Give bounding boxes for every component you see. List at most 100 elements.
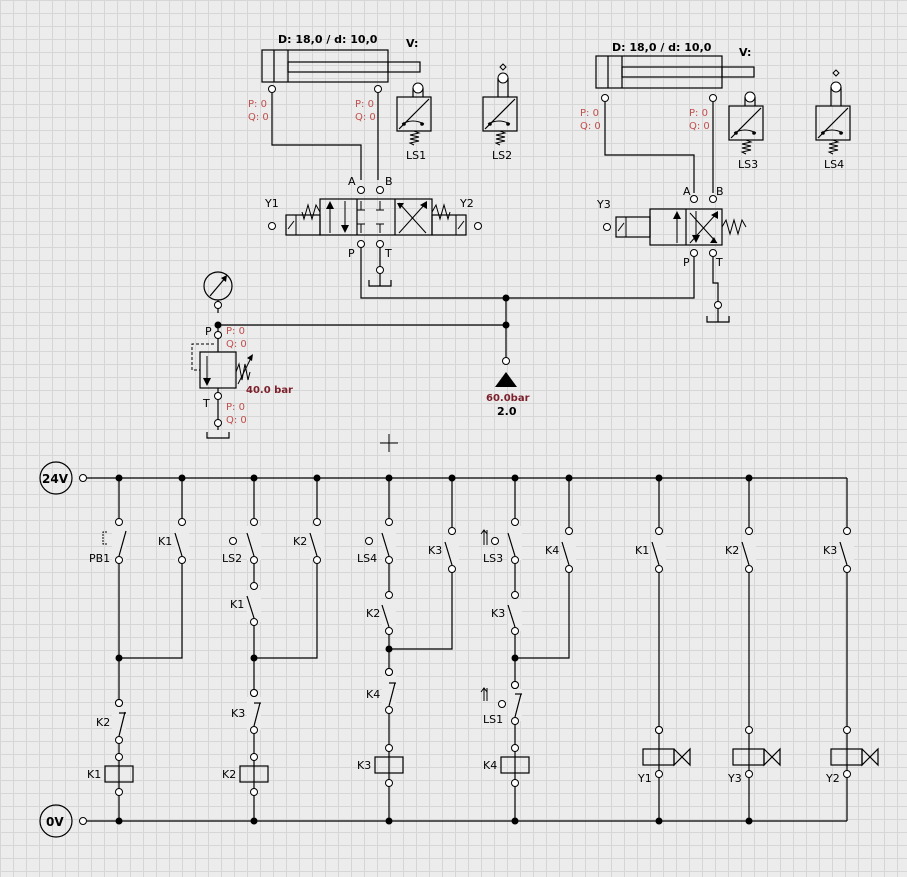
solenoid-y1-label: Y1 (637, 772, 652, 785)
cyl2-left-flow: Q: 0 (580, 121, 601, 132)
cyl1-left-pressure: P: 0 (248, 99, 267, 110)
terminal-ports (115, 668, 663, 734)
relief-port-t: T (202, 397, 210, 410)
coil-k4-label: K4 (483, 759, 497, 772)
valve2-solenoid-y3: Y3 (596, 198, 611, 211)
contact-ls2-label: LS2 (222, 552, 242, 565)
coil-k3[interactable] (374, 744, 404, 787)
cyl1-right-flow: Q: 0 (355, 112, 376, 123)
contact-k2-hold[interactable] (309, 518, 324, 564)
relief-top-pressure: P: 0 (226, 326, 245, 337)
ls1-label: LS1 (406, 149, 426, 162)
rail-0v-label: 0V (46, 815, 64, 829)
contact-k4-hold[interactable] (561, 527, 576, 573)
contact-ls1-nc-label: LS1 (483, 713, 503, 726)
contact-ls3-label: LS3 (483, 552, 503, 565)
contact-k2-rung3-label: K2 (366, 607, 380, 620)
contact-k2-hold-label: K2 (293, 535, 307, 548)
contact-k2-rung3[interactable] (381, 591, 396, 635)
cylinder-1-dims: D: 18,0 / d: 10,0 (278, 33, 378, 46)
directional-valve-1[interactable] (285, 198, 467, 236)
valve1-port-a: A (348, 175, 356, 188)
valve1-solenoid-y2: Y2 (459, 197, 474, 210)
contact-k2-nc-rung1-label: K2 (96, 716, 110, 729)
cylinder-2-dims: D: 18,0 / d: 10,0 (612, 41, 712, 54)
valve1-port-t: T (384, 247, 392, 260)
relief-setting: 40.0 bar (246, 385, 293, 396)
solenoid-y1[interactable] (642, 726, 691, 778)
pump-pressure: 60.0bar (486, 393, 530, 404)
cylinder-2[interactable] (595, 55, 755, 89)
contact-pb1[interactable] (102, 518, 127, 564)
tank-1 (368, 274, 392, 287)
contact-k3-rung4-label: K3 (491, 607, 505, 620)
cylinder-1-velocity: V: (406, 37, 418, 50)
pump-symbol[interactable] (495, 372, 517, 387)
limit-switch-ls1[interactable] (396, 82, 432, 146)
limit-switch-ls4[interactable] (815, 69, 851, 155)
contact-k2-y3-label: K2 (725, 544, 739, 557)
contact-k3-rung4[interactable] (507, 591, 522, 635)
cyl1-right-pressure: P: 0 (355, 99, 374, 110)
valve2-port-a: A (683, 185, 691, 198)
contact-k2-y3[interactable] (741, 527, 756, 573)
contact-k1-rung2[interactable] (246, 582, 261, 626)
coil-k2-label: K2 (222, 768, 236, 781)
contact-k3-hold-label: K3 (428, 544, 442, 557)
coil-k1-label: K1 (87, 768, 101, 781)
cyl2-left-pressure: P: 0 (580, 108, 599, 119)
contact-k3-y2-label: K3 (823, 544, 837, 557)
cylinder-1[interactable] (261, 49, 421, 83)
cyl2-right-pressure: P: 0 (689, 108, 708, 119)
coil-k2[interactable] (239, 753, 269, 796)
cylinder-2-velocity: V: (739, 46, 751, 59)
junction-nodes (115, 645, 519, 662)
pressure-gauge[interactable] (203, 271, 233, 301)
contact-k3-hold[interactable] (444, 527, 459, 573)
contact-k1-hold[interactable] (174, 518, 189, 564)
rail-24v-label: 24V (42, 472, 69, 486)
cursor-crosshair (380, 434, 398, 452)
contact-k4-nc-rung3-label: K4 (366, 688, 380, 701)
directional-valve-2[interactable] (615, 208, 747, 246)
tank-2 (706, 309, 730, 323)
contact-ls2[interactable] (229, 518, 262, 564)
contact-ls4[interactable] (365, 518, 397, 564)
contact-pb1-label: PB1 (89, 552, 110, 565)
ls3-label: LS3 (738, 158, 758, 171)
contact-k3-nc-rung2-label: K3 (231, 707, 245, 720)
solenoid-y3-label: Y3 (727, 772, 742, 785)
valve2-port-t: T (715, 256, 723, 269)
pump-flow: 2.0 (497, 405, 517, 418)
valve1-port-p: P (348, 247, 355, 260)
coil-k4[interactable] (500, 744, 530, 787)
coil-k1[interactable] (104, 753, 134, 796)
tank-3 (206, 432, 230, 439)
limit-switch-ls2[interactable] (482, 63, 518, 146)
cyl1-left-flow: Q: 0 (248, 112, 269, 123)
contact-k3-y2[interactable] (839, 527, 854, 573)
contact-ls4-label: LS4 (357, 552, 377, 565)
contact-ls3[interactable] (480, 518, 522, 564)
relief-port-p: P (205, 325, 212, 338)
rail-0v[interactable] (39, 804, 847, 838)
relief-bottom-flow: Q: 0 (226, 415, 247, 426)
cyl2-right-flow: Q: 0 (689, 121, 710, 132)
valve1-solenoid-y1: Y1 (264, 197, 279, 210)
relief-valve[interactable] (191, 343, 253, 389)
contact-k4-hold-label: K4 (545, 544, 559, 557)
valve1-port-b: B (385, 175, 393, 188)
limit-switch-ls3[interactable] (728, 91, 764, 155)
ls2-label: LS2 (492, 149, 512, 162)
valve2-port-p: P (683, 256, 690, 269)
relief-top-flow: Q: 0 (226, 339, 247, 350)
solenoid-y2[interactable] (830, 726, 879, 778)
solenoid-y2-label: Y2 (825, 772, 840, 785)
valve2-port-b: B (716, 185, 724, 198)
solenoid-y3[interactable] (732, 726, 781, 778)
contact-k1-y1[interactable] (651, 527, 666, 573)
coil-k3-label: K3 (357, 759, 371, 772)
contact-k1-y1-label: K1 (635, 544, 649, 557)
rail-24v[interactable] (39, 461, 847, 495)
